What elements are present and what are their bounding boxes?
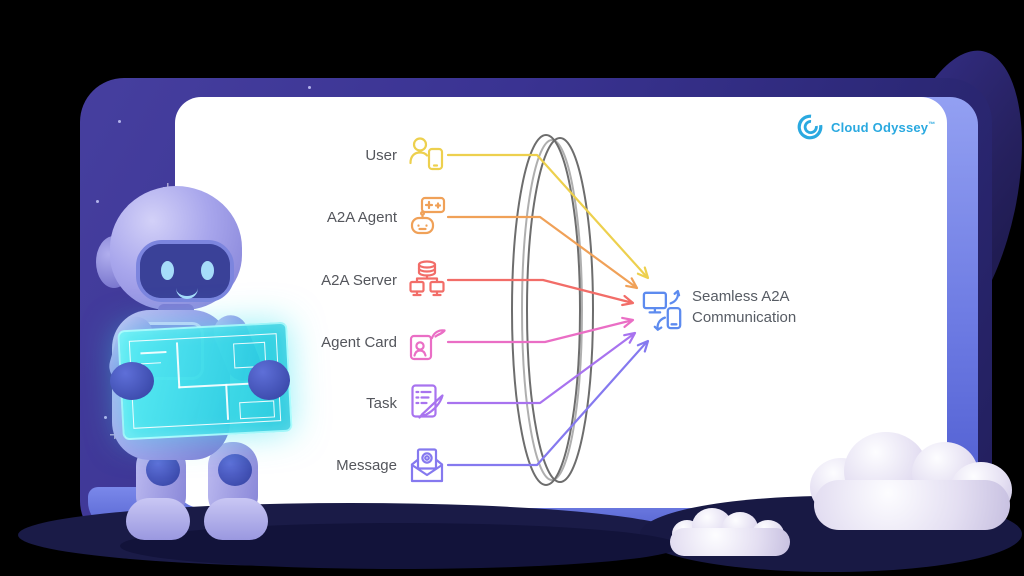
robot-eye	[201, 261, 214, 280]
diagram-row-a2a-agent: A2A Agent	[275, 195, 447, 239]
task-icon	[411, 384, 444, 419]
robot-knee-pad	[218, 454, 252, 486]
device-sync-icon	[642, 289, 682, 331]
robot-foot	[204, 498, 268, 540]
diagram-row-user: User	[275, 133, 447, 177]
message-icon	[410, 448, 444, 483]
diagram-row-a2a-server: A2A Server	[275, 258, 447, 302]
row-label: User	[365, 146, 397, 164]
cloud-odyssey-logo-icon	[797, 114, 823, 140]
robot-smile	[176, 283, 198, 299]
row-label: Task	[366, 394, 397, 412]
robot-eye	[161, 261, 174, 280]
user-icon	[409, 137, 444, 171]
cloud-base	[814, 480, 1010, 530]
result-caption-line2: Communication	[692, 308, 797, 326]
robot-hand	[248, 360, 290, 400]
robot-mascot-illustration	[52, 180, 307, 545]
result-caption: Seamless A2A Communication	[692, 287, 832, 328]
robot-hand	[110, 362, 154, 400]
large-cloud	[810, 428, 1015, 532]
star-speck	[118, 120, 121, 123]
a2a-server-icon	[409, 260, 445, 297]
cloud-odyssey-logo: Cloud Odyssey™	[795, 112, 935, 142]
diagram-row-message: Message	[275, 443, 447, 487]
cloud-base	[670, 528, 790, 556]
result-caption-line1: Seamless A2A	[692, 288, 790, 305]
row-label: A2A Agent	[326, 208, 397, 226]
agent-card-icon	[409, 329, 446, 361]
row-label: Agent Card	[321, 333, 397, 351]
logo-text: Cloud Odyssey™	[831, 119, 936, 135]
diagram-row-task: Task	[275, 381, 447, 425]
row-label: A2A Server	[321, 271, 397, 289]
a2a-agent-icon	[410, 196, 446, 235]
diagram-row-agent-card: Agent Card	[275, 320, 447, 364]
robot-foot	[126, 498, 190, 540]
star-speck	[104, 416, 107, 419]
trademark-symbol: ™	[928, 121, 936, 129]
star-speck	[96, 200, 99, 203]
small-cloud	[668, 502, 792, 558]
row-label: Message	[336, 456, 397, 474]
star-speck	[308, 86, 311, 89]
